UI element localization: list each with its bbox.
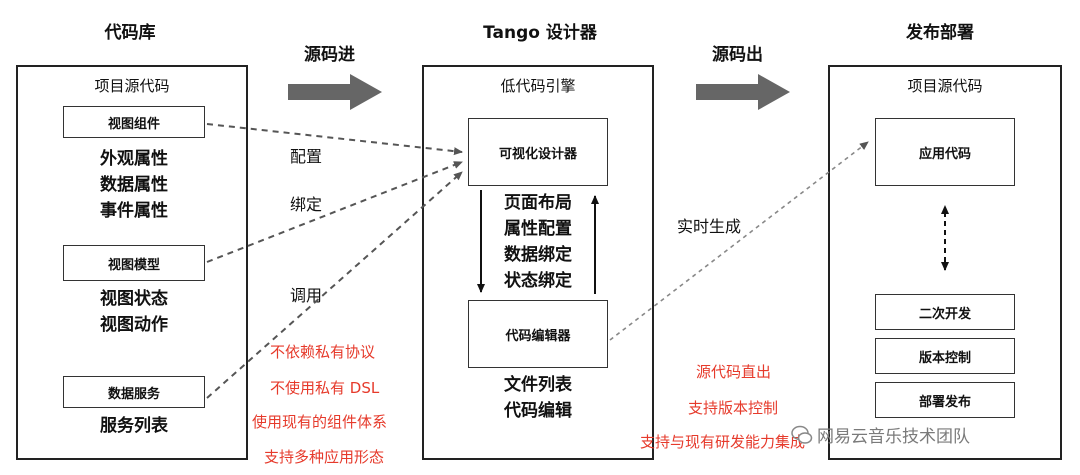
designer-column-title: Tango 设计器: [483, 23, 597, 43]
prop-view-action: 视图动作: [100, 315, 168, 335]
prop-view-state: 视图状态: [100, 289, 168, 309]
deploy-column-title: 发布部署: [906, 23, 974, 43]
engine-panel-title: 低代码引擎: [500, 77, 576, 95]
bind-label: 绑定: [290, 195, 323, 214]
prop-service-list: 服务列表: [100, 416, 168, 436]
bind-connector: [206, 161, 463, 263]
feature-page-layout: 页面布局: [504, 193, 572, 213]
view-model-box: 视图模型: [63, 245, 205, 281]
app-code-box: 应用代码: [875, 118, 1015, 186]
source-out-label: 源码出: [712, 45, 763, 65]
source-in-arrow: [288, 74, 382, 110]
view-component-box: 视图组件: [63, 106, 205, 138]
realtime-label: 实时生成: [677, 217, 742, 236]
source-in-label: 源码进: [304, 45, 355, 65]
watermark: 网易云音乐技术团队: [791, 422, 970, 447]
realtime-connector: [609, 141, 869, 341]
visual-designer-box: 可视化设计器: [468, 118, 608, 186]
view-component-props: 外观属性 数据属性 事件属性: [63, 146, 205, 224]
note-no-private-protocol: 不依赖私有协议: [270, 343, 376, 361]
configure-connector: [206, 123, 463, 156]
configure-label: 配置: [290, 147, 323, 166]
note-existing-components: 使用现有的组件体系: [252, 413, 388, 431]
code-editor-box: 代码编辑器: [468, 300, 608, 368]
repo-panel-title: 项目源代码: [94, 77, 170, 95]
data-service-props: 服务列表: [63, 413, 205, 439]
note-no-private-dsl: 不使用私有 DSL: [270, 379, 380, 397]
editor-features: 文件列表 代码编辑: [488, 372, 588, 424]
feature-state-binding: 状态绑定: [504, 271, 572, 291]
deploy-release-box: 部署发布: [875, 382, 1015, 418]
note-source-direct: 源代码直出: [696, 363, 772, 381]
prop-event: 事件属性: [100, 201, 168, 221]
invoke-connector: [206, 171, 463, 399]
invoke-label: 调用: [290, 286, 323, 305]
watermark-text: 网易云音乐技术团队: [817, 427, 970, 447]
designer-features: 页面布局 属性配置 数据绑定 状态绑定: [488, 190, 588, 294]
note-multi-app-forms: 支持多种应用形态: [264, 448, 385, 466]
feature-code-editing: 代码编辑: [504, 401, 572, 421]
feature-data-binding: 数据绑定: [504, 245, 572, 265]
note-integration: 支持与现有研发能力集成: [640, 433, 806, 451]
secondary-dev-box: 二次开发: [875, 294, 1015, 330]
note-version-control: 支持版本控制: [688, 399, 779, 417]
prop-data: 数据属性: [100, 175, 168, 195]
prop-appearance: 外观属性: [100, 149, 168, 169]
feature-file-list: 文件列表: [504, 375, 572, 395]
view-model-props: 视图状态 视图动作: [63, 286, 205, 338]
feature-prop-config: 属性配置: [504, 219, 572, 239]
data-service-box: 数据服务: [63, 376, 205, 408]
deploy-panel-title: 项目源代码: [907, 77, 983, 95]
repo-column-title: 代码库: [104, 23, 156, 43]
version-control-box: 版本控制: [875, 338, 1015, 374]
source-out-arrow: [696, 74, 790, 110]
wechat-icon: [791, 425, 813, 444]
